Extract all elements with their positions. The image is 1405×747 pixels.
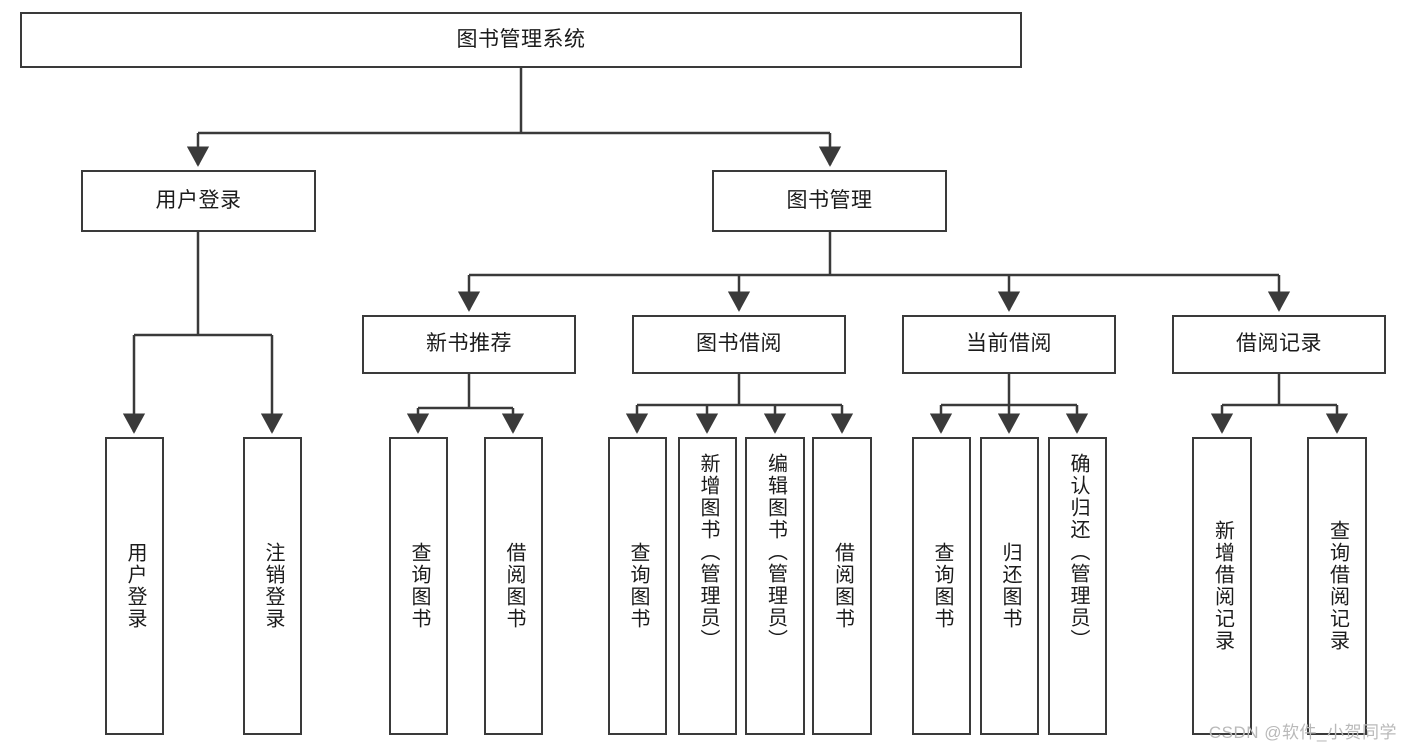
- node-leaf-recommend-borrow-book[interactable]: 借阅图书: [484, 437, 543, 735]
- node-leaf-borrow-borrow-book[interactable]: 借阅图书: [812, 437, 872, 735]
- node-leaf-user-login[interactable]: 用户登录: [105, 437, 164, 735]
- node-book-borrow-label: 图书借阅: [696, 332, 782, 356]
- node-leaf-record-query-label: 查询借阅记录: [1326, 520, 1349, 652]
- node-leaf-borrow-borrow-book-label: 借阅图书: [831, 542, 854, 630]
- node-leaf-user-login-label: 用户登录: [124, 542, 146, 630]
- node-leaf-current-confirm-return-label: 确认归还（管理员）: [1067, 453, 1089, 651]
- node-leaf-record-add-label: 新增借阅记录: [1211, 520, 1234, 652]
- node-leaf-current-return-book-label: 归还图书: [999, 542, 1021, 630]
- node-leaf-borrow-query-book-label: 查询图书: [627, 542, 649, 630]
- node-leaf-borrow-add-book[interactable]: 新增图书（管理员）: [678, 437, 737, 735]
- node-leaf-logout[interactable]: 注销登录: [243, 437, 302, 735]
- node-current-borrow[interactable]: 当前借阅: [902, 315, 1116, 374]
- node-book-manage[interactable]: 图书管理: [712, 170, 947, 232]
- node-leaf-borrow-edit-book[interactable]: 编辑图书（管理员）: [745, 437, 805, 735]
- node-leaf-borrow-add-book-label: 新增图书（管理员）: [697, 453, 719, 651]
- node-borrow-record[interactable]: 借阅记录: [1172, 315, 1386, 374]
- node-new-book-recommend-label: 新书推荐: [426, 332, 512, 356]
- node-leaf-recommend-borrow-book-label: 借阅图书: [503, 542, 525, 630]
- node-leaf-logout-label: 注销登录: [262, 542, 284, 630]
- node-book-borrow[interactable]: 图书借阅: [632, 315, 846, 374]
- node-current-borrow-label: 当前借阅: [966, 332, 1052, 356]
- node-leaf-recommend-query-book-label: 查询图书: [408, 542, 430, 630]
- node-root[interactable]: 图书管理系统: [20, 12, 1022, 68]
- node-book-manage-label: 图书管理: [786, 188, 873, 212]
- node-new-book-recommend[interactable]: 新书推荐: [362, 315, 576, 374]
- node-leaf-current-query-book[interactable]: 查询图书: [912, 437, 971, 735]
- node-leaf-borrow-edit-book-label: 编辑图书（管理员）: [764, 453, 787, 651]
- node-leaf-record-add[interactable]: 新增借阅记录: [1192, 437, 1252, 735]
- node-user-login[interactable]: 用户登录: [81, 170, 316, 232]
- node-leaf-current-confirm-return[interactable]: 确认归还（管理员）: [1048, 437, 1107, 735]
- node-user-login-label: 用户登录: [155, 188, 242, 212]
- node-leaf-borrow-query-book[interactable]: 查询图书: [608, 437, 667, 735]
- node-leaf-recommend-query-book[interactable]: 查询图书: [389, 437, 448, 735]
- node-root-label: 图书管理系统: [456, 27, 586, 51]
- node-leaf-current-return-book[interactable]: 归还图书: [980, 437, 1039, 735]
- node-leaf-current-query-book-label: 查询图书: [931, 542, 953, 630]
- node-leaf-record-query[interactable]: 查询借阅记录: [1307, 437, 1367, 735]
- node-borrow-record-label: 借阅记录: [1236, 332, 1322, 356]
